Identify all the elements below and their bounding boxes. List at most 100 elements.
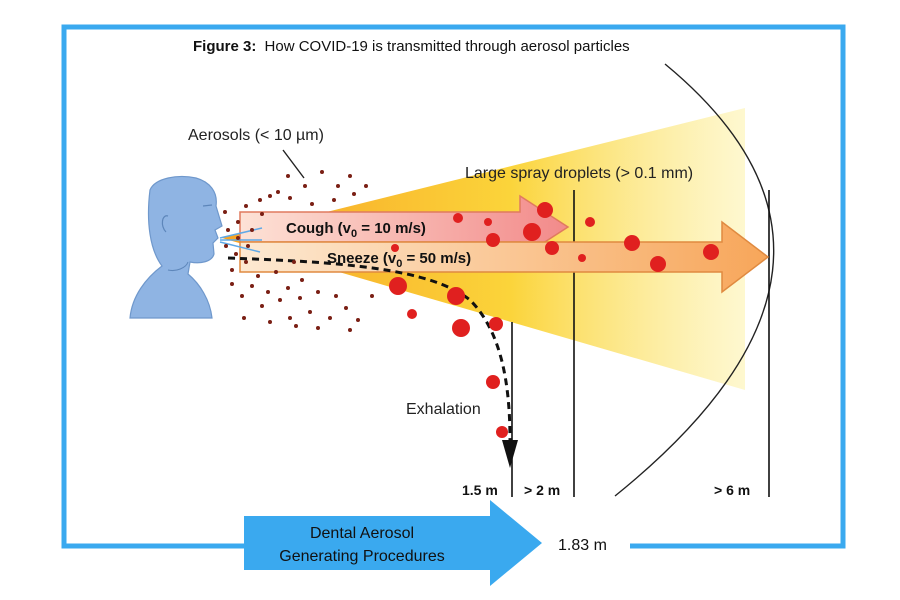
aerosol-particle [286,286,290,290]
aerosol-particle [316,326,320,330]
eye-detail [202,204,213,207]
aerosol-particle [334,294,338,298]
spray-droplet [585,217,595,227]
aerosol-particle [294,324,298,328]
sneeze-label: Sneeze (v0 = 50 m/s) [327,250,471,270]
dental-callout-arrow [244,500,542,586]
spray-droplet [407,309,417,319]
figure-label: Figure 3: [193,38,256,55]
aerosol-particle [278,298,282,302]
aerosol-particle [344,306,348,310]
spray-droplet [523,223,541,241]
aerosol-particle [258,198,262,202]
cough-label-subscript: 0 [351,228,357,240]
spray-droplet [486,233,500,247]
aerosol-particle [236,220,240,224]
aerosol-particle [266,290,270,294]
spray-droplet [496,426,508,438]
aerosol-particle [348,174,352,178]
aerosol-particle [308,310,312,314]
aerosol-particle [236,236,240,240]
aerosol-particle [364,184,368,188]
spray-droplet [391,244,399,252]
large-droplets-label: Large spray droplets (> 0.1 mm) [465,165,693,182]
aerosol-particle [336,184,340,188]
spray-droplet [452,319,470,337]
aerosols-pointer [282,149,305,179]
aerosol-particle [240,294,244,298]
spray-droplet [389,277,407,295]
spray-droplet [578,254,586,262]
spray-droplet [537,202,553,218]
distance-arc [614,63,775,497]
aerosol-particle [260,212,264,216]
aerosol-particle [234,252,238,256]
aerosol-particle [300,278,304,282]
aerosol-particle [226,228,230,232]
aerosol-particle [223,210,227,214]
aerosol-particle [250,228,254,232]
spray-droplet [486,375,500,389]
aerosol-particle [274,270,278,274]
dental-distance-label: 1.83 m [558,537,607,554]
distance-label-6m: > 6 m [714,482,750,498]
breath-lines [219,227,263,253]
sneeze-label-subscript: 0 [396,258,402,270]
aerosol-particle [292,260,296,264]
exhalation-path [227,256,512,441]
aerosol-particles [223,170,374,332]
aerosols-label: Aerosols (< 10 µm) [188,127,324,144]
aerosol-particle [244,204,248,208]
aerosol-particle [348,328,352,332]
aerosol-particle [310,202,314,206]
aerosol-particle [276,190,280,194]
aerosol-particle [316,290,320,294]
aerosol-particle [298,296,302,300]
cough-label: Cough (v0 = 10 m/s) [286,220,426,240]
sneeze-label-suffix: = 50 m/s) [402,250,471,267]
aerosol-particle [230,282,234,286]
aerosol-particle [288,196,292,200]
aerosol-particle [328,316,332,320]
spray-droplet [650,256,666,272]
cough-label-prefix: Cough (v [286,220,352,237]
sneeze-label-prefix: Sneeze (v [327,250,397,267]
aerosol-particle [356,318,360,322]
dental-callout-line2: Generating Procedures [279,548,444,565]
sneeze-arrow [239,220,770,294]
aerosol-particle [244,260,248,264]
ear-detail [161,215,169,233]
spray-droplet [484,218,492,226]
cough-label-suffix: = 10 m/s) [357,220,426,237]
aerosol-particle [303,184,307,188]
aerosol-particle [268,320,272,324]
figure-caption: How COVID-19 is transmitted through aero… [265,38,630,55]
head-shape [129,175,223,319]
spray-droplet [624,235,640,251]
spray-droplet [545,241,559,255]
figure-title: Figure 3: How COVID-19 is transmitted th… [193,38,630,55]
aerosol-particle [224,244,228,248]
aerosol-particle [260,304,264,308]
spray-droplet [447,287,465,305]
aerosol-particle [230,268,234,272]
spray-droplet [453,213,463,223]
distance-label-1-5m: 1.5 m [462,482,498,498]
aerosol-particle [332,198,336,202]
aerosol-particle [242,316,246,320]
exhalation-label: Exhalation [406,401,481,418]
person-head [129,175,223,319]
aerosol-particle [320,170,324,174]
aerosol-particle [268,194,272,198]
aerosol-particle [288,316,292,320]
aerosol-particle [256,274,260,278]
distance-label-2m: > 2 m [524,482,560,498]
aerosol-particle [246,244,250,248]
dental-callout-line1: Dental Aerosol [310,525,414,542]
aerosol-particle [250,284,254,288]
spray-droplet [489,317,503,331]
spray-droplet [703,244,719,260]
aerosol-particle [352,192,356,196]
jaw-detail [167,261,189,271]
